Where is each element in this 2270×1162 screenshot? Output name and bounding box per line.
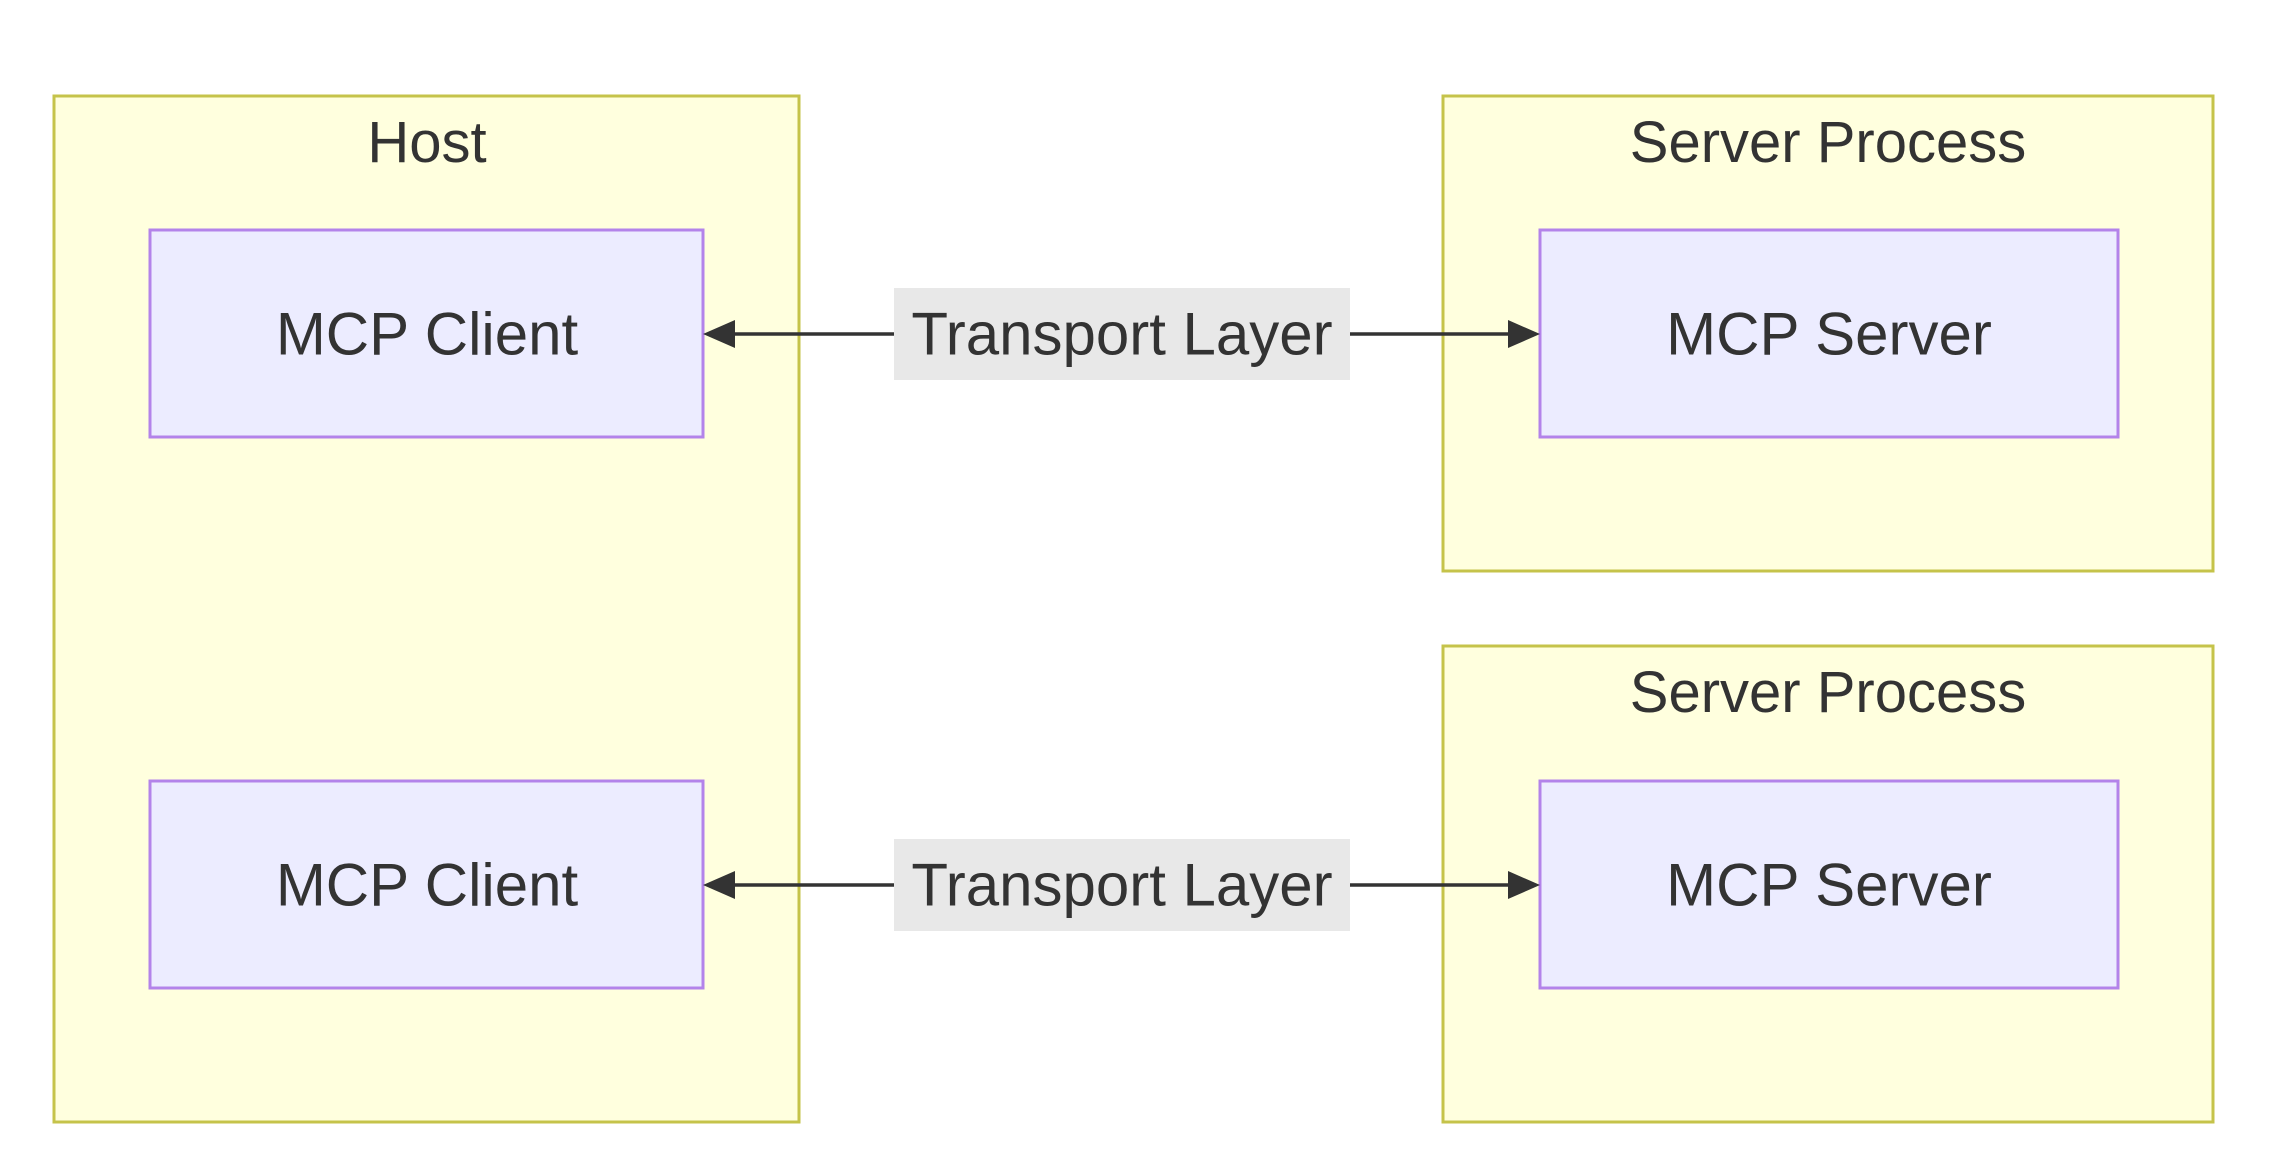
mcp-server-box-1[interactable] — [1538, 228, 2120, 439]
arrow-right-icon — [1508, 871, 1540, 899]
transport-label-2: Transport Layer — [911, 852, 1332, 919]
mcp-client-label-2: MCP Client — [276, 852, 579, 919]
mcp-client-box-1[interactable] — [148, 228, 705, 439]
host-cluster-title: Host — [367, 110, 486, 175]
mcp-client-node-1[interactable]: MCP Client — [148, 228, 705, 439]
arrow-left-icon — [703, 871, 735, 899]
mcp-server-label-1: MCP Server — [1666, 301, 1992, 368]
arrow-left-icon — [703, 320, 735, 348]
mcp-client-box-2[interactable] — [148, 779, 705, 990]
transport-label-1: Transport Layer — [911, 301, 1332, 368]
server-process-title-2: Server Process — [1630, 660, 2026, 725]
transport-edge-1: Transport Layer — [703, 288, 1540, 380]
mcp-client-node-2[interactable]: MCP Client — [148, 779, 705, 990]
mcp-server-node-2[interactable]: MCP Server — [1538, 779, 2120, 990]
transport-label-bg-2 — [894, 839, 1350, 931]
transport-edge-2: Transport Layer — [703, 839, 1540, 931]
mcp-server-box-2[interactable] — [1538, 779, 2120, 990]
server-process-title-1: Server Process — [1630, 110, 2026, 175]
arrow-right-icon — [1508, 320, 1540, 348]
mcp-server-label-2: MCP Server — [1666, 852, 1992, 919]
transport-label-bg-1 — [894, 288, 1350, 380]
mcp-server-node-1[interactable]: MCP Server — [1538, 228, 2120, 439]
mcp-client-label-1: MCP Client — [276, 301, 579, 368]
